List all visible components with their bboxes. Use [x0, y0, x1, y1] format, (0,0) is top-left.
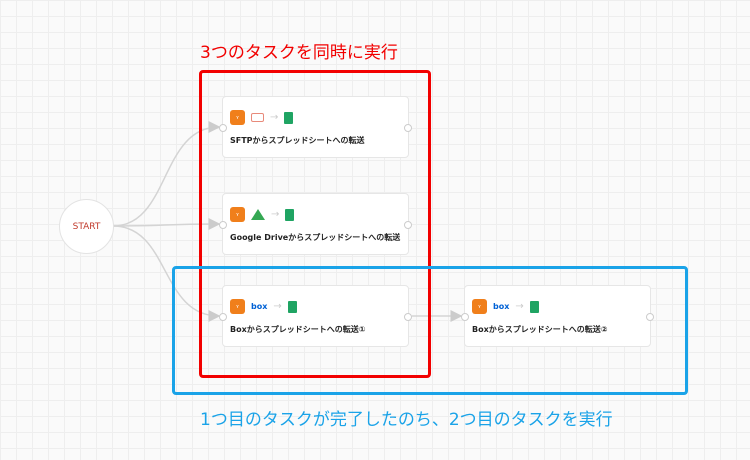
parallel-highlight-box [199, 70, 431, 378]
task-card-sftp[interactable]: ʏ → SFTPからスプレッドシートへの転送 [219, 96, 412, 158]
parallel-annotation: 3つのタスクを同時に実行 [200, 43, 398, 63]
yoom-icon: ʏ [472, 299, 487, 314]
arrow-right-icon: → [271, 209, 280, 220]
task-title: Boxからスプレッドシートへの転送② [472, 325, 608, 334]
google-drive-icon [251, 209, 265, 220]
task-title: Google Driveからスプレッドシートへの転送 [230, 233, 401, 242]
output-port[interactable] [404, 221, 412, 229]
input-port[interactable] [219, 313, 227, 321]
yoom-icon: ʏ [230, 110, 245, 125]
folder-icon [251, 113, 264, 122]
output-port[interactable] [404, 124, 412, 132]
yoom-icon: ʏ [230, 207, 245, 222]
box-icon: box [251, 302, 268, 311]
start-label: START [72, 221, 101, 232]
arrow-right-icon: → [515, 301, 524, 312]
input-port[interactable] [219, 124, 227, 132]
sequential-highlight-box [172, 266, 688, 395]
arrow-right-icon: → [273, 301, 282, 312]
arrow-right-icon: → [270, 112, 279, 123]
spreadsheet-icon [285, 208, 295, 221]
spreadsheet-icon [287, 300, 297, 313]
box-icon: box [493, 302, 510, 311]
task-title: SFTPからスプレッドシートへの転送 [230, 136, 365, 145]
spreadsheet-icon [529, 300, 539, 313]
spreadsheet-icon [284, 111, 294, 124]
sequential-annotation: 1つ目のタスクが完了したのち、2つ目のタスクを実行 [200, 410, 613, 430]
yoom-icon: ʏ [230, 299, 245, 314]
task-title: Boxからスプレッドシートへの転送① [230, 325, 366, 334]
start-node[interactable]: START [59, 199, 114, 254]
output-port[interactable] [646, 313, 654, 321]
input-port[interactable] [461, 313, 469, 321]
output-port[interactable] [404, 313, 412, 321]
task-card-gdrive[interactable]: ʏ → Google Driveからスプレッドシートへの転送 [219, 193, 412, 255]
input-port[interactable] [219, 221, 227, 229]
